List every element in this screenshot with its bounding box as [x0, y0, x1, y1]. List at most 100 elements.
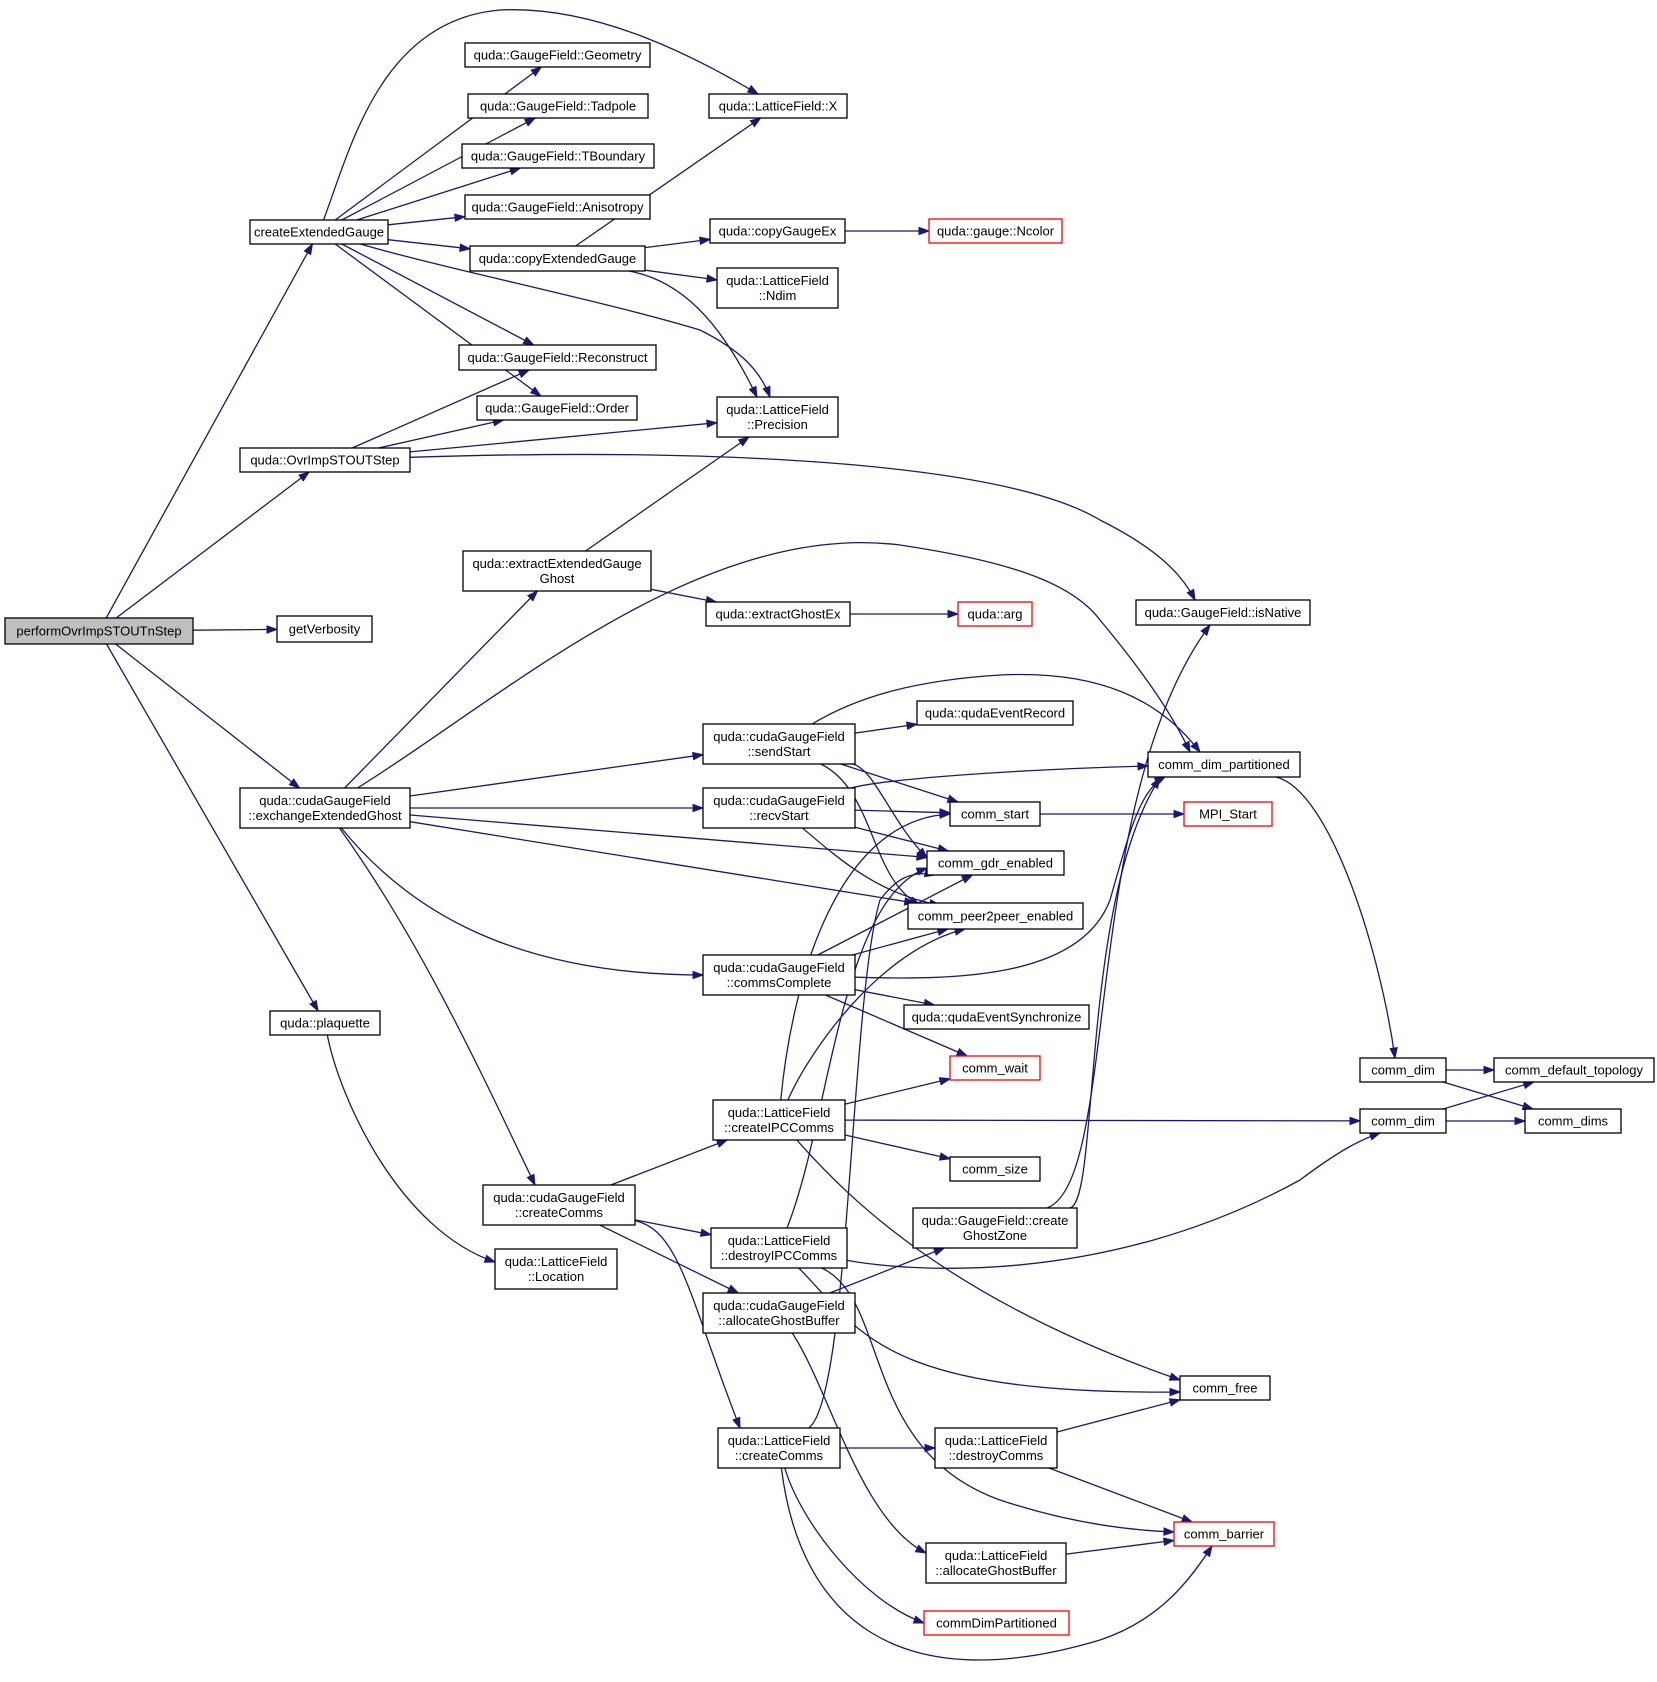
node-cSize[interactable]: comm_size [949, 1156, 1041, 1182]
node-lfDIPC[interactable]: quda::LatticeField::destroyIPCComms [710, 1227, 848, 1269]
node-box [912, 1207, 1078, 1249]
node-label: quda::LatticeField [726, 273, 829, 288]
node-mpiS[interactable]: MPI_Start [1183, 801, 1273, 827]
node-cTopo[interactable]: comm_default_topology [1493, 1057, 1655, 1083]
node-lfCC[interactable]: quda::LatticeField::createComms [717, 1427, 841, 1469]
node-cpyEG[interactable]: quda::copyExtendedGauge [469, 245, 646, 272]
edge-line [644, 269, 718, 281]
node-cStart[interactable]: comm_start [949, 801, 1041, 827]
node-ovr[interactable]: quda::OvrImpSTOUTStep [239, 447, 411, 473]
node-recvS[interactable]: quda::cudaGaugeField::recvStart [702, 787, 856, 829]
node-box [949, 1055, 1041, 1081]
node-label: ::exchangeExtendedGhost [248, 808, 402, 823]
node-geom[interactable]: quda::GaugeField::Geometry [464, 42, 651, 68]
edge-line [854, 826, 949, 852]
edge-line [780, 813, 951, 1101]
edge-line [105, 243, 313, 619]
edge-line [846, 1132, 1381, 1269]
node-commsC[interactable]: quda::cudaGaugeField::commsComplete [702, 954, 856, 996]
arrowhead [288, 778, 301, 789]
node-cFree[interactable]: comm_free [1179, 1375, 1271, 1401]
node-label: quda::plaquette [280, 1016, 370, 1031]
edge-cdp-to-cDim1 [1275, 776, 1398, 1060]
node-lfDC[interactable]: quda::LatticeField::destroyComms [934, 1427, 1058, 1469]
node-tad[interactable]: quda::GaugeField::Tadpole [467, 93, 649, 119]
edge-line [840, 763, 959, 803]
node-qER[interactable]: quda::qudaEventRecord [916, 700, 1074, 726]
node-order[interactable]: quda::GaugeField::Order [476, 395, 638, 421]
node-lfPrec[interactable]: quda::LatticeField::Precision [716, 396, 839, 438]
node-label: quda::LatticeField [945, 1548, 1048, 1563]
node-exEG[interactable]: quda::cudaGaugeField::exchangeExtendedGh… [239, 787, 411, 829]
node-box [1135, 599, 1311, 626]
edge-line [644, 238, 711, 249]
node-qarg[interactable]: quda::arg [957, 601, 1033, 627]
node-box [903, 1004, 1090, 1030]
arrowhead [916, 847, 929, 860]
node-label: quda::cudaGaugeField [493, 1190, 625, 1205]
node-lfAGB[interactable]: quda::LatticeField::allocateGhostBuffer [925, 1542, 1067, 1584]
node-gNcolor[interactable]: quda::gauge::Ncolor [928, 218, 1063, 244]
node-box [716, 267, 839, 309]
edge-line [409, 754, 704, 797]
node-cEG[interactable]: createExtendedGauge [249, 219, 389, 245]
node-box [716, 396, 839, 438]
node-lfX[interactable]: quda::LatticeField::X [708, 93, 848, 119]
node-cDim2[interactable]: comm_dim [1359, 1108, 1447, 1134]
edge-sendS-to-cGdr [852, 763, 929, 860]
node-cWait[interactable]: comm_wait [949, 1055, 1041, 1081]
node-label: ::Ndim [759, 288, 797, 303]
edge-line [409, 422, 718, 453]
edge-root-to-cEG [105, 242, 314, 619]
node-box [708, 93, 848, 119]
node-cpyGEx[interactable]: quda::copyGaugeEx [709, 218, 846, 244]
node-tbnd[interactable]: quda::GaugeField::TBoundary [461, 143, 655, 169]
node-label: quda::qudaEventSynchronize [912, 1010, 1082, 1025]
edge-line [387, 239, 471, 250]
node-cDimPart[interactable]: commDimPartitioned [923, 1610, 1070, 1636]
edge-commsC-to-cWait [825, 994, 969, 1057]
node-lfCIPC[interactable]: quda::LatticeField::createIPCComms [712, 1099, 846, 1141]
node-qES[interactable]: quda::qudaEventSynchronize [903, 1004, 1090, 1030]
arrowhead [459, 243, 472, 252]
node-box [717, 1427, 841, 1469]
node-cdp[interactable]: comm_dim_partitioned [1147, 751, 1301, 778]
edge-cEG-to-lfPrec [360, 243, 771, 399]
edge-line [585, 436, 750, 552]
edge-line [1069, 777, 1161, 1209]
arrowhead [692, 970, 705, 980]
node-cP2P[interactable]: comm_peer2peer_enabled [907, 902, 1084, 930]
arrowhead [1137, 762, 1150, 771]
node-cBarrier[interactable]: comm_barrier [1173, 1521, 1275, 1547]
node-plaq[interactable]: quda::plaquette [269, 1010, 381, 1036]
arrowhead [938, 1152, 952, 1161]
edge-ovr-to-order [378, 418, 505, 449]
edge-line [1056, 1399, 1181, 1433]
node-cDim1[interactable]: comm_dim [1359, 1057, 1447, 1083]
node-label: comm_dim_partitioned [1158, 757, 1290, 772]
node-recon[interactable]: quda::GaugeField::Reconstruct [458, 344, 657, 371]
node-cGF_agb[interactable]: quda::cudaGaugeField::allocateGhostBuffe… [702, 1292, 856, 1334]
node-lfNdim[interactable]: quda::LatticeField::Ndim [716, 267, 839, 309]
node-verb[interactable]: getVerbosity [276, 615, 373, 643]
node-box [702, 723, 856, 765]
node-label: ::recvStart [749, 808, 809, 823]
node-sendS[interactable]: quda::cudaGaugeField::sendStart [702, 723, 856, 765]
node-gfNative[interactable]: quda::GaugeField::isNative [1135, 599, 1311, 626]
node-cGdr[interactable]: comm_gdr_enabled [926, 850, 1065, 876]
edge-lfCC-to-cDimPart [784, 1467, 926, 1624]
node-box [458, 344, 657, 371]
node-label: quda::LatticeField [728, 1433, 831, 1448]
node-box [462, 550, 652, 592]
node-aniso[interactable]: quda::GaugeField::Anisotropy [464, 194, 651, 220]
node-cGF_cc[interactable]: quda::cudaGaugeField::createComms [482, 1184, 636, 1226]
node-cDims[interactable]: comm_dims [1524, 1108, 1622, 1134]
edge-ovr-to-lfPrec [409, 419, 719, 453]
node-label: performOvrImpSTOUTnStep [16, 624, 181, 639]
node-extGEx[interactable]: quda::extractGhostEx [705, 601, 851, 627]
arrowhead [699, 1228, 713, 1237]
node-lfLoc[interactable]: quda::LatticeField::Location [494, 1248, 618, 1290]
edge-cGF_cc-to-lfDIPC [634, 1219, 713, 1237]
